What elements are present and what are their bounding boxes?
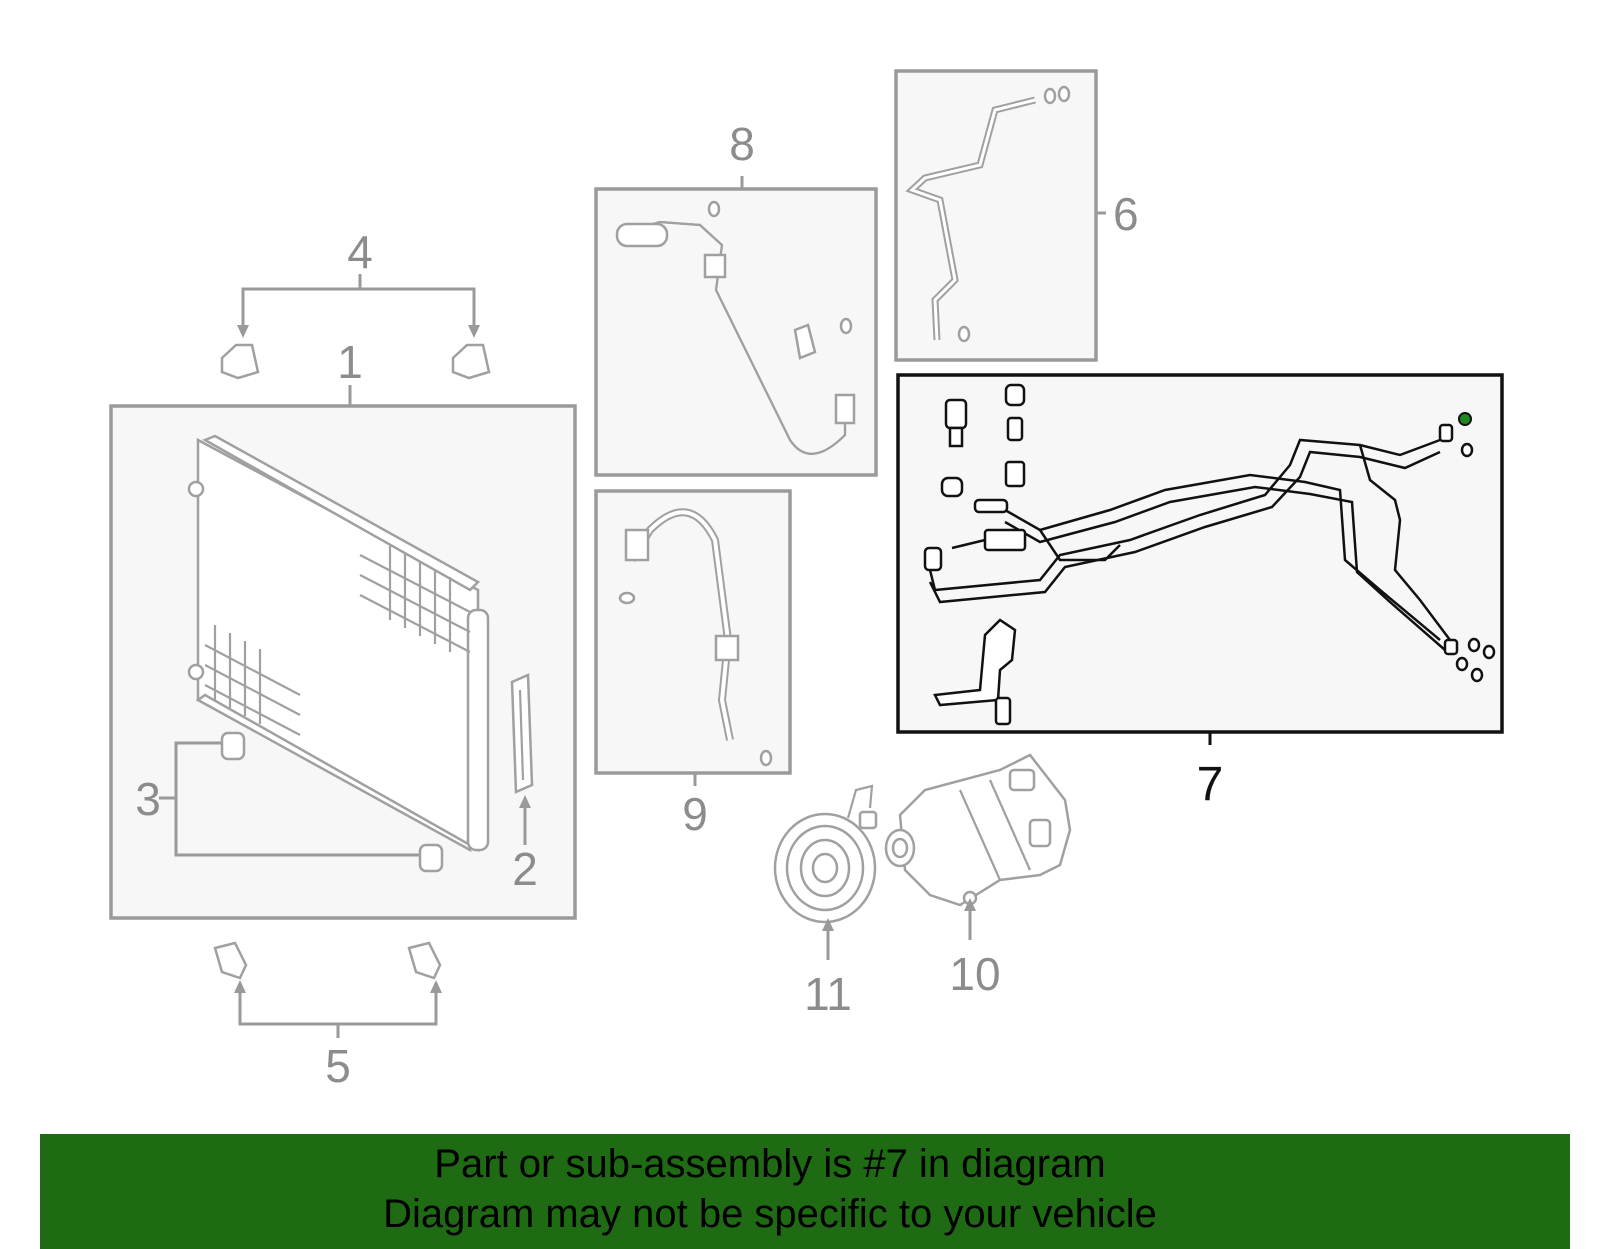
bracket-lower-group[interactable]: 5 <box>213 941 442 1092</box>
callout-2[interactable]: 2 <box>512 843 538 895</box>
hose-8-ferrule <box>703 253 727 279</box>
banner-line-1: Part or sub-assembly is #7 in diagram <box>434 1142 1106 1186</box>
tube-6-box <box>894 69 1098 362</box>
clutch-wire <box>846 784 874 819</box>
condenser-top-rail <box>202 434 481 592</box>
callout-4-leader <box>241 287 476 330</box>
tube-assembly-7-orings <box>1455 637 1496 683</box>
bracket-upper-left <box>220 343 260 380</box>
bracket-upper-right <box>451 343 491 380</box>
callout-5[interactable]: 5 <box>325 1040 351 1092</box>
bracket-lower-left <box>213 941 248 980</box>
tube-6-oring-b <box>1057 85 1071 103</box>
hose-8-group[interactable]: 8 <box>594 118 878 477</box>
hose-9-oring-b <box>759 749 773 767</box>
hose-8-fitting-b <box>793 323 817 360</box>
callout-4[interactable]: 4 <box>347 226 373 278</box>
cushion-upper <box>220 731 246 761</box>
callout-9[interactable]: 9 <box>682 788 708 840</box>
info-banner: Part or sub-assembly is #7 in diagram Di… <box>40 1134 1570 1249</box>
hose-8-oring-a <box>707 200 721 218</box>
hose-9-group[interactable]: 9 <box>594 489 792 840</box>
cushion-lower <box>418 843 444 873</box>
tube-assembly-7-fittings <box>923 383 1474 726</box>
hose-9-ferrule-a <box>624 528 650 562</box>
condenser-mount-bottom <box>187 663 205 681</box>
clutch-11-group[interactable]: 11 <box>773 784 878 1020</box>
tube-assembly-7-group[interactable]: 7 <box>896 373 1504 811</box>
hose-9-ferrule-b <box>714 634 740 662</box>
condenser-fins <box>204 545 471 736</box>
callout-6[interactable]: 6 <box>1113 188 1139 240</box>
tube-6-oring-c <box>957 325 971 343</box>
tube-assembly-7-pipes <box>928 438 1451 651</box>
receiver-tank <box>466 608 490 852</box>
bracket-lower-right <box>407 941 442 980</box>
hose-9-oring-a <box>618 591 636 605</box>
callout-5-leader <box>238 988 438 1026</box>
callout-3[interactable]: 3 <box>135 773 161 825</box>
compressor-body <box>898 753 1072 907</box>
condenser-group[interactable]: 1 <box>109 336 577 920</box>
callout-7[interactable]: 7 <box>1197 758 1224 811</box>
hose-8-ferrule-2 <box>834 393 856 425</box>
tube-6-oring-a <box>1043 87 1057 105</box>
callout-1[interactable]: 1 <box>337 336 363 388</box>
hose-8-fitting-a <box>615 222 669 248</box>
seal-group[interactable]: 2 <box>510 673 538 895</box>
banner-line-2: Diagram may not be specific to your vehi… <box>383 1192 1157 1236</box>
condenser-mount-top <box>187 480 205 498</box>
callout-10[interactable]: 10 <box>949 948 1000 1000</box>
tube-assembly-7-marker <box>1458 412 1472 426</box>
callout-11[interactable]: 11 <box>804 968 852 1020</box>
hose-8-oring-b <box>839 317 853 335</box>
compressor-10-group[interactable]: 10 <box>884 753 1072 1000</box>
tube-6-group[interactable]: 6 <box>894 69 1139 362</box>
callout-8[interactable]: 8 <box>729 118 755 170</box>
bracket-upper-group[interactable]: 4 <box>220 226 491 380</box>
cushion-group[interactable]: 3 <box>135 731 444 873</box>
